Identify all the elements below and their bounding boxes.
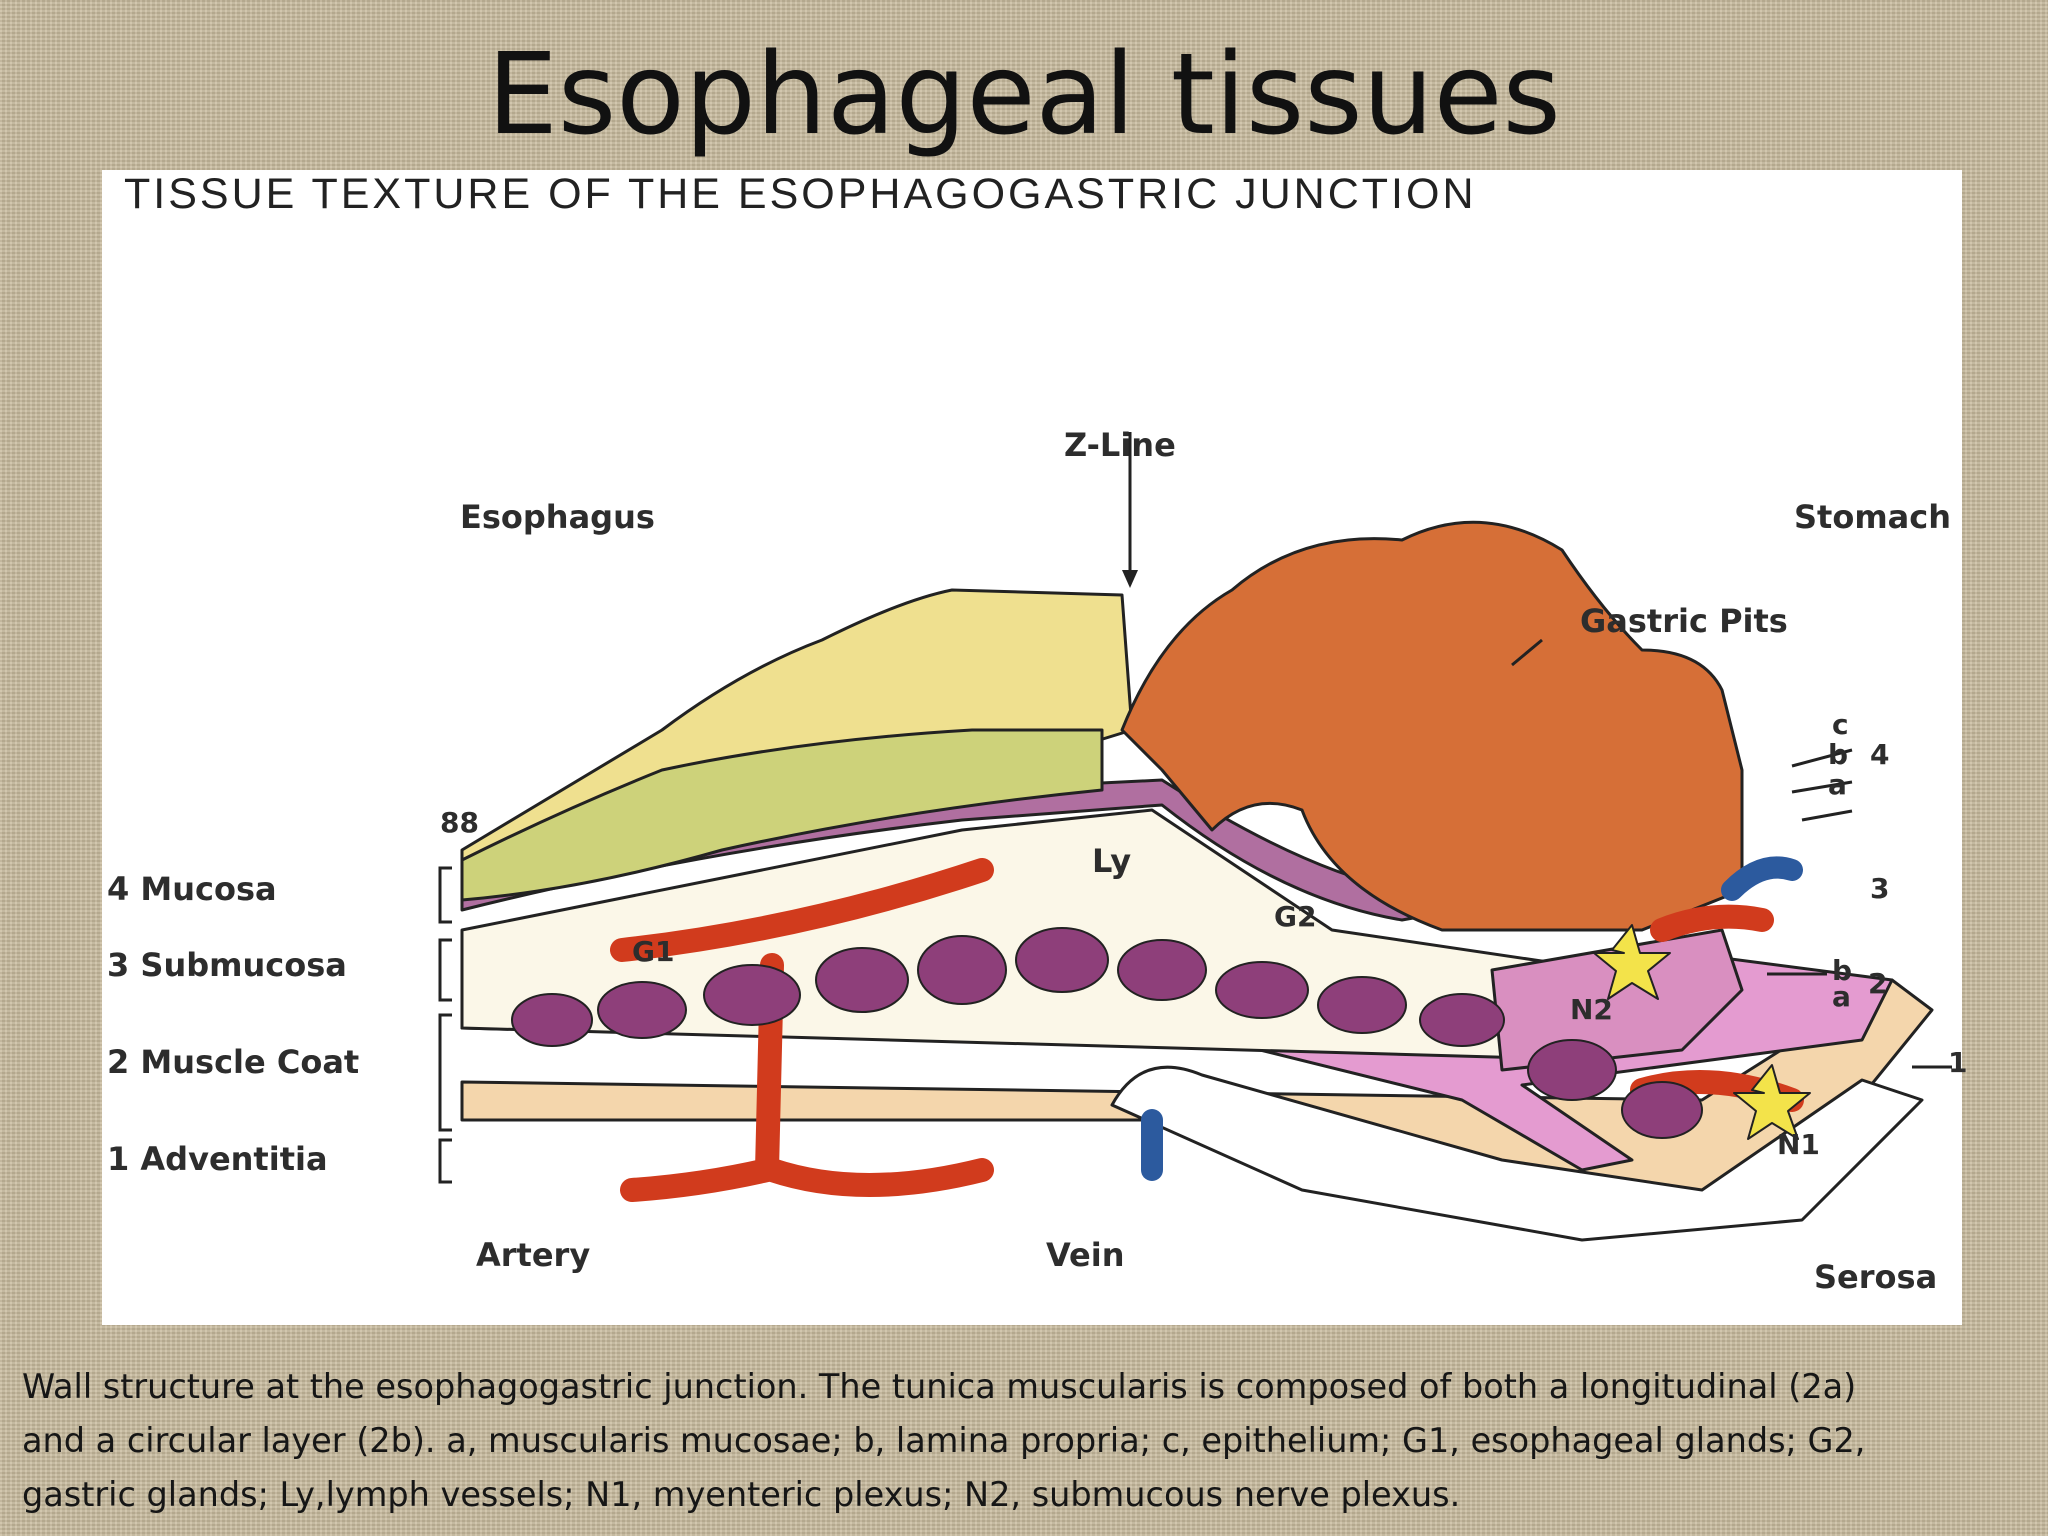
- serosa-label: Serosa: [1814, 1258, 1938, 1296]
- serosa-layer: [1110, 1065, 1924, 1242]
- figure-caption: Wall structure at the esophagogastric ju…: [22, 1360, 2032, 1522]
- esophagus-label: Esophagus: [460, 498, 655, 536]
- right-label-a2: a: [1832, 980, 1851, 1013]
- g2-label: G2: [1274, 900, 1317, 933]
- right-label-4: 4: [1870, 738, 1890, 771]
- vein-vessel-right: [1721, 856, 1803, 901]
- g1-label: G1: [632, 935, 675, 968]
- n1-label: N1: [1777, 1128, 1820, 1161]
- z-line-label: Z-Line: [1064, 426, 1176, 464]
- n2-label: N2: [1570, 993, 1613, 1026]
- gastric-muscle-block: [1490, 928, 1744, 1072]
- right-label-b4: b: [1828, 738, 1849, 771]
- gastric-mucosa: [1120, 520, 1744, 932]
- caption-line: and a circular layer (2b). a, muscularis…: [22, 1421, 1866, 1460]
- corner-mark: 88: [440, 806, 479, 839]
- ly-label: Ly: [1092, 842, 1132, 880]
- figure-panel: TISSUE TEXTURE OF THE ESOPHAGOGASTRIC JU…: [102, 170, 1967, 1325]
- right-label-c: c: [1832, 708, 1849, 741]
- figure-title: TISSUE TEXTURE OF THE ESOPHAGOGASTRIC JU…: [124, 170, 1477, 218]
- right-label-2: 2: [1868, 967, 1888, 1000]
- gastric-pits-label: Gastric Pits: [1580, 602, 1788, 640]
- caption-line: Wall structure at the esophagogastric ju…: [22, 1367, 1857, 1406]
- stomach-label: Stomach: [1794, 498, 1952, 536]
- n1-nerve-star: [1733, 1064, 1811, 1140]
- layer-label-submucosa: 3 Submucosa: [107, 946, 347, 984]
- n2-nerve-star: [1593, 924, 1671, 1000]
- artery-vessel: [610, 858, 994, 1202]
- layer-brackets: [438, 866, 452, 1184]
- layer-label-mucosa: 4 Mucosa: [107, 870, 277, 908]
- right-layer-arrows: [1767, 748, 1952, 1069]
- right-label-3: 3: [1870, 872, 1890, 905]
- right-label-b2: b: [1832, 954, 1853, 987]
- slide-title: Esophageal tissues: [487, 30, 1561, 160]
- esophageal-gland-band: [460, 728, 1104, 902]
- artery-label: Artery: [476, 1236, 591, 1274]
- right-label-1: 1: [1948, 1046, 1968, 1079]
- caption-line: gastric glands; Ly,lymph vessels; N1, my…: [22, 1475, 1461, 1514]
- right-label-a4: a: [1828, 768, 1847, 801]
- circular-muscle-bundles: [511, 927, 1703, 1139]
- junction-illustration: [438, 432, 1952, 1242]
- vein-label: Vein: [1046, 1236, 1125, 1274]
- layer-label-adventitia: 1 Adventitia: [107, 1140, 328, 1178]
- layer-label-muscle-coat: 2 Muscle Coat: [107, 1043, 360, 1081]
